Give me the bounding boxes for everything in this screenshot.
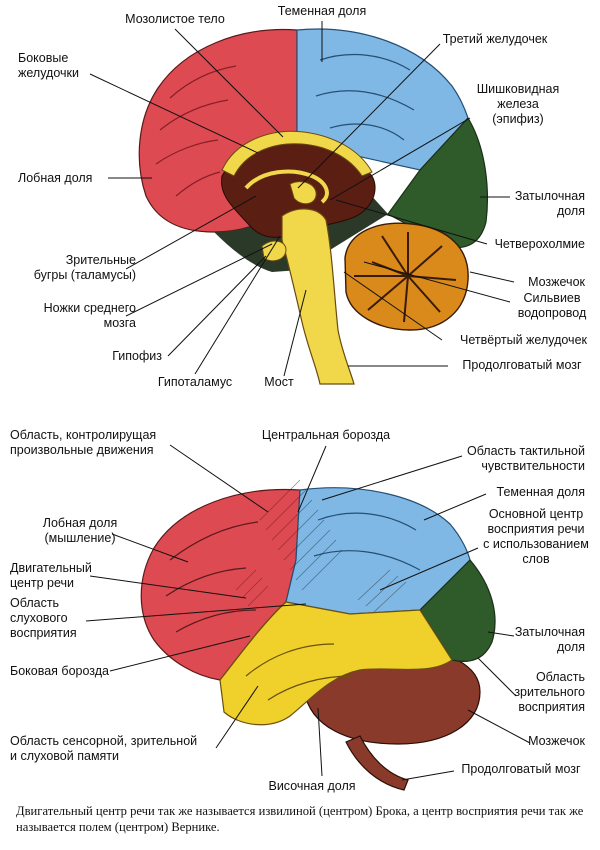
third-ventricle [289, 181, 317, 205]
lateral-labels-tactile-leader-line [321, 455, 463, 501]
sagittal-labels-aqueduct-leader-line [363, 261, 511, 303]
sagittal-labels-corpus-callosum-leader-line [174, 28, 284, 138]
lateral-labels-central-sulcus-leader-line [297, 445, 327, 513]
lateral-labels-occipital-lobe-leader-line [487, 631, 515, 637]
hatched-speech-areas [235, 479, 407, 613]
sagittal-labels-cerebellum-label: Мозжечок [528, 275, 585, 289]
sagittal-labels-quadrigemina-leader-line [335, 199, 488, 245]
lateral-gyri [165, 521, 259, 633]
brainstem-lateral [345, 735, 409, 791]
sagittal-labels-third-ventricle-leader-line [297, 43, 441, 189]
lateral-labels-voluntary-movement-leader-line [169, 444, 269, 513]
lateral-labels-frontal-lobe-label: Лобная доля(мышление) [43, 516, 117, 545]
sagittal-labels-pons-leader-line [283, 289, 307, 377]
sagittal-labels-pons-label: Мост [264, 375, 294, 389]
sagittal-labels-fourth-ventricle-label: Четвёртый желудочек [460, 333, 587, 347]
cerebellum-arbor [354, 232, 457, 323]
sagittal-labels-pineal-gland-leader-line [329, 117, 471, 201]
sagittal-labels-cerebellum-leader-line [469, 271, 515, 283]
sagittal-labels-frontal-lobe-label: Лобная доля [18, 171, 92, 185]
sagittal-labels-pituitary-label: Гипофиз [112, 349, 162, 363]
sagittal-labels-corpus-callosum-label: Мозолистое тело [125, 12, 225, 26]
figure-caption: Двигательный центр речи так же называетс… [16, 804, 584, 834]
lateral-labels-memory-leader-line [215, 685, 259, 749]
sagittal-labels-lateral-ventricles-leader-line [89, 73, 259, 154]
lateral-labels-motor-speech-leader-line [89, 575, 247, 599]
lateral-labels-speech-perception-leader-line [379, 547, 479, 591]
lateral-temporal-gyri [245, 643, 353, 701]
sagittal-labels-third-ventricle-label: Третий желудочек [443, 32, 548, 46]
sagittal-labels-pituitary-leader-line [167, 255, 267, 357]
lateral-labels-temporal-lobe-leader-line [317, 707, 323, 777]
sagittal-labels-quadrigemina-label: Четверохолмие [495, 237, 585, 251]
lateral-labels-cerebellum-label: Мозжечок [528, 734, 585, 748]
lateral-brain-illustration [140, 479, 496, 791]
lateral-labels-lateral-sulcus-leader-line [109, 635, 251, 672]
sagittal-parietal-gyri [315, 53, 415, 141]
sagittal-labels-hypothalamus-label: Гипоталамус [158, 375, 232, 389]
lateral-labels-lateral-sulcus-label: Боковая борозда [10, 664, 109, 678]
sagittal-labels-medulla-label: Продолговатый мозг [462, 358, 582, 372]
lateral-parietal-gyri [313, 512, 421, 571]
lateral-labels-visual-leader-line [477, 657, 517, 697]
sagittal-labels-fourth-ventricle-leader-line [343, 271, 443, 341]
lateral-labels-auditory-leader-line [85, 603, 307, 622]
brainstem [281, 208, 355, 385]
leader-lines [85, 21, 531, 781]
pituitary [261, 240, 287, 262]
occipital-region-lateral [419, 559, 496, 663]
lateral-labels-temporal-lobe-label: Височная доля [268, 779, 355, 793]
lateral-labels-medulla-leader-line [401, 770, 455, 781]
sagittal-brain-illustration [138, 28, 488, 385]
lateral-labels-frontal-lobe-leader-line [111, 533, 189, 563]
lateral-labels-parietal-lobe-label: Теменная доля [497, 485, 585, 499]
sagittal-labels-parietal-lobe-label: Теменная доля [278, 4, 366, 18]
corpus-callosum-band [221, 130, 373, 177]
fornix [244, 169, 329, 204]
sagittal-gyri [155, 65, 237, 197]
lateral-labels-central-sulcus-label: Центральная борозда [262, 428, 390, 442]
lateral-labels-cerebellum-leader-line [467, 709, 531, 744]
sagittal-labels-thalamus-leader-line [125, 195, 257, 270]
sagittal-labels-hypothalamus-leader-line [194, 235, 281, 375]
lateral-labels-parietal-lobe-leader-line [423, 493, 487, 521]
lateral-labels-medulla-label: Продолговатый мозг [461, 762, 581, 776]
sagittal-labels-midbrain-peduncles-leader-line [125, 243, 273, 317]
